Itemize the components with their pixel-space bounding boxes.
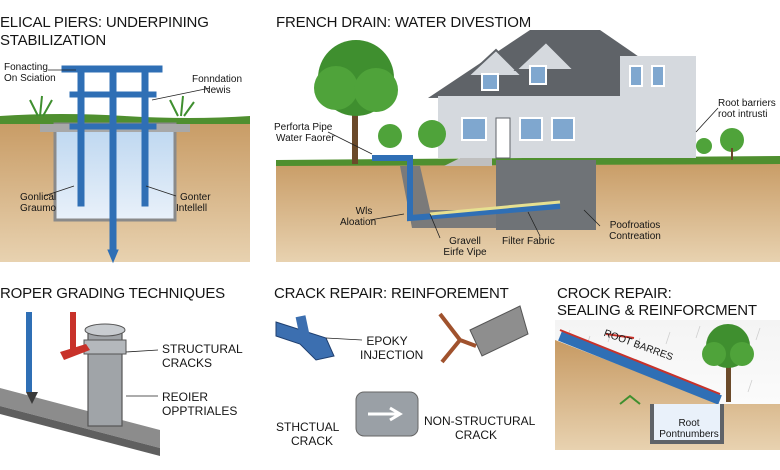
label-fonacting: Fonacting xyxy=(4,62,48,73)
grading-title: ROPER GRADING TECHNIQUES xyxy=(0,285,225,302)
grass-strip xyxy=(0,114,250,124)
french-drain-title: FRENCH DRAIN: WATER DIVESTIOM xyxy=(276,14,532,31)
label-newis: Newis xyxy=(203,85,231,96)
leader-lines xyxy=(43,69,211,197)
label-graumo: Graumo xyxy=(20,203,57,214)
concrete-beam xyxy=(0,388,160,448)
root-pliers xyxy=(438,312,477,364)
label-gonter: Gonter xyxy=(180,192,211,203)
block-arrow xyxy=(368,406,403,422)
concrete-piece xyxy=(469,305,529,357)
red-pipe xyxy=(70,312,76,354)
label-injection: INJECTION xyxy=(360,348,424,362)
barrier-red-pointer xyxy=(605,333,635,339)
label-perforta-pipe: Perforta Pipe xyxy=(274,122,333,133)
basement-wall xyxy=(496,160,596,230)
drain-pipe xyxy=(372,155,561,222)
label-root: Root xyxy=(678,418,700,429)
plant-right xyxy=(169,95,195,117)
label-crack-structural: CRACK xyxy=(290,434,333,448)
crock-repair-title-1: CROCK REPAIR: xyxy=(557,285,672,302)
helical-piers-panel xyxy=(0,65,250,264)
crock-repair-panel xyxy=(555,320,780,450)
house xyxy=(428,30,696,159)
label-aloation: Aloation xyxy=(340,217,377,228)
pier-assembly xyxy=(61,65,163,264)
label-intellell: Intellell xyxy=(176,203,208,214)
barrier-trench xyxy=(650,404,724,444)
helical-piers-title-2: STABILIZATION xyxy=(0,32,107,49)
blue-pipe xyxy=(26,312,32,392)
label-wls: Wls xyxy=(355,206,373,217)
shrubs xyxy=(378,120,744,160)
label-poofroatios: Poofroatios xyxy=(609,220,661,231)
helical-piers-title-1: ELICAL PIERS: UNDERPINING xyxy=(0,14,209,31)
label-reoier: REOIER xyxy=(162,390,209,404)
label-non-structural: NON-STRUCTURAL xyxy=(424,414,536,428)
pier-column xyxy=(83,323,127,427)
label-root-intrusti: root intrusti xyxy=(718,109,768,120)
drain-leader-lines xyxy=(327,107,719,239)
label-epoky: EPOKY xyxy=(366,334,408,348)
injection-gun xyxy=(60,344,90,360)
label-water-faorer: Water Faorer xyxy=(276,133,335,144)
label-crack-nonstructural: CRACK xyxy=(454,428,497,442)
plant-left xyxy=(29,95,53,117)
label-opptriales: OPPTRIALES xyxy=(162,404,238,418)
crack-repair-panel xyxy=(275,305,529,437)
label-sthctual: STHCTUAL xyxy=(276,420,340,434)
grading-panel xyxy=(0,312,160,456)
label-gravell: Gravell xyxy=(449,236,481,247)
label-on-sciation: On Sciation xyxy=(4,73,56,84)
label-gonlical: Gonlical xyxy=(20,192,57,203)
label-eirfe-vipe: Eirfe Vipe xyxy=(443,247,487,258)
crack-repair-title: CRACK REPAIR: REINFOREMENT xyxy=(274,285,509,302)
label-structural: STRUCTURAL xyxy=(162,342,243,356)
root-barrier-strip xyxy=(558,331,722,405)
label-filter-fabric: Filter Fabric xyxy=(502,236,555,247)
label-contreation: Contreation xyxy=(609,231,661,242)
label-cracks: CRACKS xyxy=(162,356,213,370)
tree-left xyxy=(314,40,398,164)
crock-repair-title-2: SEALING & REINFORCMENT xyxy=(557,302,757,319)
filter-fabric xyxy=(429,200,561,216)
label-root-barriers: Root barriers xyxy=(718,98,776,109)
label-fonndation: Fonndation xyxy=(191,74,243,85)
drill-bit xyxy=(26,392,38,404)
french-drain-panel xyxy=(276,30,780,262)
label-pontnumbers: Pontnumbers xyxy=(659,429,719,440)
tree-right xyxy=(702,324,754,402)
